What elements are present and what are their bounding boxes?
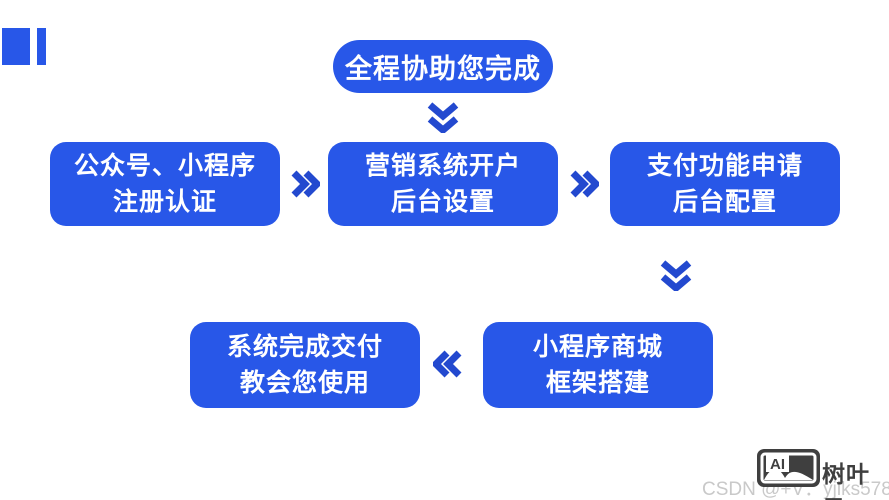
flow-box-backend-setup: 营销系统开户 后台设置 (328, 142, 558, 226)
chevron-right-icon (290, 170, 322, 203)
logo-ai-text: AI (770, 456, 785, 473)
flow-box-registration: 公众号、小程序 注册认证 (50, 142, 280, 226)
deco-bar (37, 28, 46, 65)
csdn-watermark-text: CSDN @+V：yjlks5787 (702, 479, 889, 500)
chevron-down-icon (426, 101, 460, 138)
box-line2: 注册认证 (112, 188, 217, 216)
chevron-left-icon (431, 350, 463, 383)
ai-image-logo-icon: AI (757, 449, 820, 492)
chevron-right-icon (569, 170, 601, 203)
deco-square (2, 28, 30, 65)
box-line1: 支付功能申请 (646, 152, 803, 180)
box-line2: 框架搭建 (545, 369, 650, 397)
box-line2: 教会您使用 (239, 369, 370, 397)
watermark-brand-text: 树叶云 (822, 461, 870, 500)
box-line1: 公众号、小程序 (73, 152, 256, 180)
box-line2: 后台配置 (672, 188, 777, 216)
box-line2: 后台设置 (390, 188, 495, 216)
box-line1: 营销系统开户 (364, 152, 521, 180)
flow-box-delivery: 系统完成交付 教会您使用 (190, 322, 420, 408)
pill-label: 全程协助您完成 (345, 54, 541, 84)
pill-full-assist: 全程协助您完成 (333, 40, 553, 93)
box-line1: 小程序商城 (532, 333, 663, 361)
flow-box-payment-config: 支付功能申请 后台配置 (610, 142, 840, 226)
chevron-down-icon (659, 259, 693, 296)
box-line1: 系统完成交付 (226, 333, 383, 361)
flow-box-mall-framework: 小程序商城 框架搭建 (483, 322, 713, 408)
